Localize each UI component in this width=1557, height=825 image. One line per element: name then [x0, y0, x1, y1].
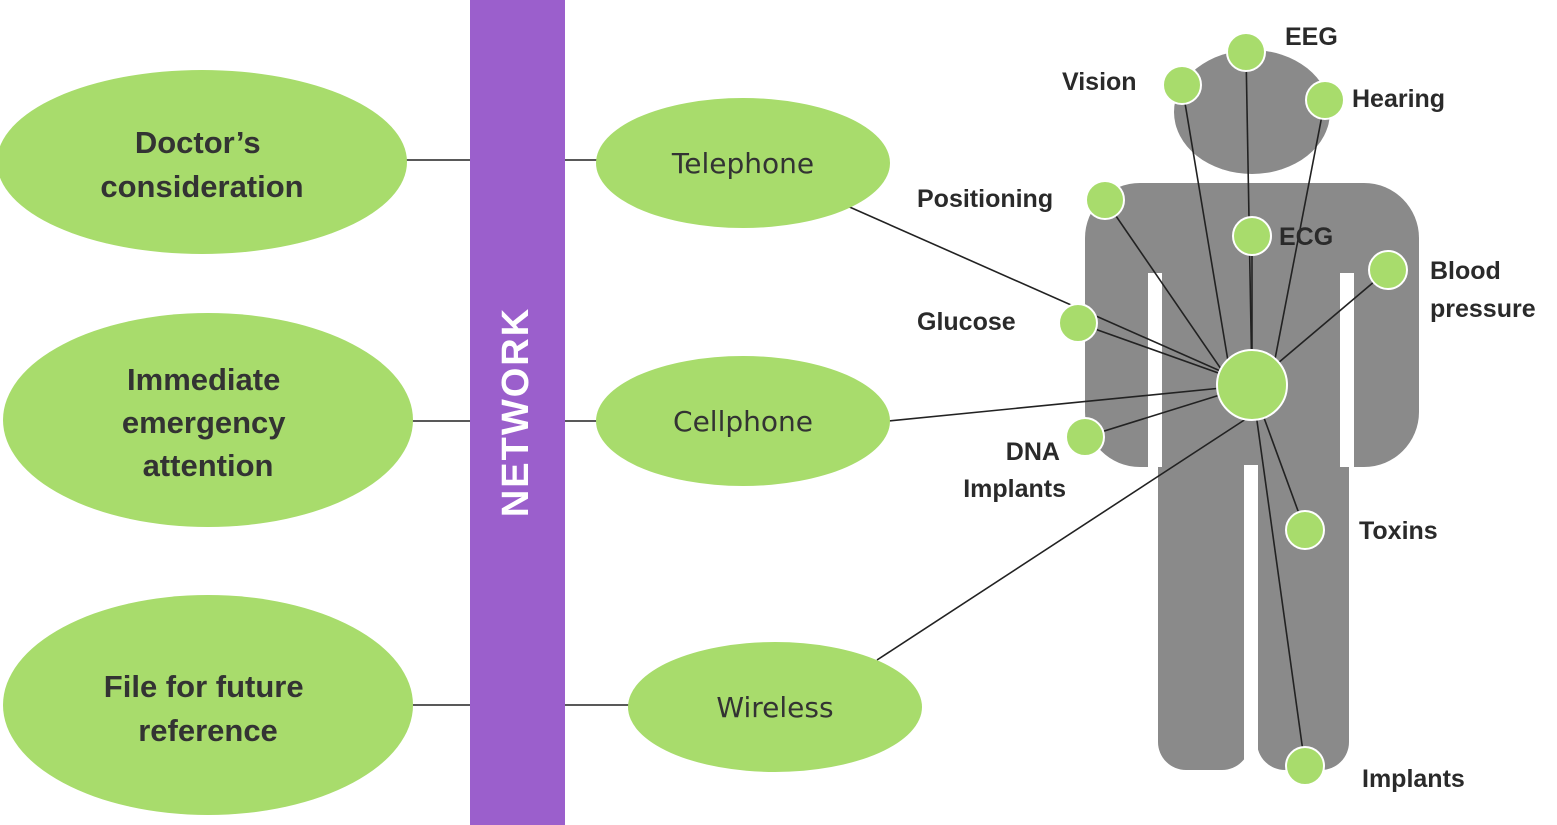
sensor-labels: EEG Vision Hearing Positioning ECG Blood… — [917, 23, 1536, 793]
left-arm-gap — [1148, 273, 1162, 467]
network-label: NETWORK — [495, 307, 537, 517]
action-emergency-line-3: attention — [143, 448, 274, 483]
channel-telephone-label: Telephone — [671, 147, 814, 180]
dna-implants-label: DNA Implants — [963, 438, 1066, 503]
network-bar: NETWORK — [470, 0, 565, 825]
channel-wireless-label: Wireless — [716, 691, 833, 724]
hearing-node — [1305, 80, 1345, 120]
svg-text:Doctor’s consideration: Doctor’s consideration — [100, 125, 303, 204]
svg-text:Immediate emergency: Immediate emergency attention — [122, 362, 294, 483]
channel-cellphone-label: Cellphone — [673, 405, 813, 438]
eeg-label: EEG — [1285, 23, 1338, 51]
positioning-node — [1085, 180, 1125, 220]
implants-label: Implants — [1362, 765, 1465, 793]
channel-telephone: Telephone — [596, 98, 890, 228]
channel-cellphone: Cellphone — [596, 356, 890, 486]
dna-implants-line-1: DNA — [1006, 438, 1060, 466]
right-arm-gap — [1340, 273, 1354, 467]
blood-pressure-line-2: pressure — [1430, 295, 1536, 323]
ecg-node — [1232, 216, 1272, 256]
action-emergency-line-2: emergency — [122, 405, 286, 440]
action-doctor: Doctor’s consideration — [0, 70, 407, 254]
toxins-label: Toxins — [1359, 517, 1438, 545]
positioning-label: Positioning — [917, 185, 1053, 213]
action-doctor-line-1: Doctor’s — [135, 125, 261, 160]
action-file: File for future reference — [3, 595, 413, 815]
svg-text:File for future referenc: File for future reference — [104, 669, 312, 748]
glucose-node — [1058, 303, 1098, 343]
blood-pressure-label: Blood pressure — [1430, 257, 1536, 323]
hub-connectors — [844, 51, 1389, 767]
channel-wireless: Wireless — [628, 642, 922, 772]
dna-implants-line-2: Implants — [963, 475, 1066, 503]
hearing-label: Hearing — [1352, 85, 1445, 113]
implants-node — [1285, 746, 1325, 786]
sensor-nodes — [1058, 32, 1408, 786]
blood-pressure-line-1: Blood — [1430, 257, 1501, 285]
eeg-node — [1226, 32, 1266, 72]
dna-implants-node — [1065, 417, 1105, 457]
action-doctor-line-2: consideration — [100, 169, 303, 204]
action-emergency: Immediate emergency attention — [3, 313, 413, 527]
action-file-line-1: File for future — [104, 669, 304, 704]
hub-node — [1216, 349, 1288, 421]
ecg-label: ECG — [1279, 223, 1333, 251]
network-connectors — [400, 159, 630, 706]
action-file-line-2: reference — [138, 713, 278, 748]
left-leg — [1158, 430, 1250, 770]
glucose-label: Glucose — [917, 308, 1016, 336]
head — [1174, 50, 1330, 174]
right-leg — [1257, 430, 1349, 770]
action-emergency-line-1: Immediate — [127, 362, 280, 397]
toxins-node — [1285, 510, 1325, 550]
leg-gap — [1244, 465, 1258, 775]
blood-pressure-node — [1368, 250, 1408, 290]
vision-label: Vision — [1062, 68, 1137, 96]
vision-node — [1162, 65, 1202, 105]
